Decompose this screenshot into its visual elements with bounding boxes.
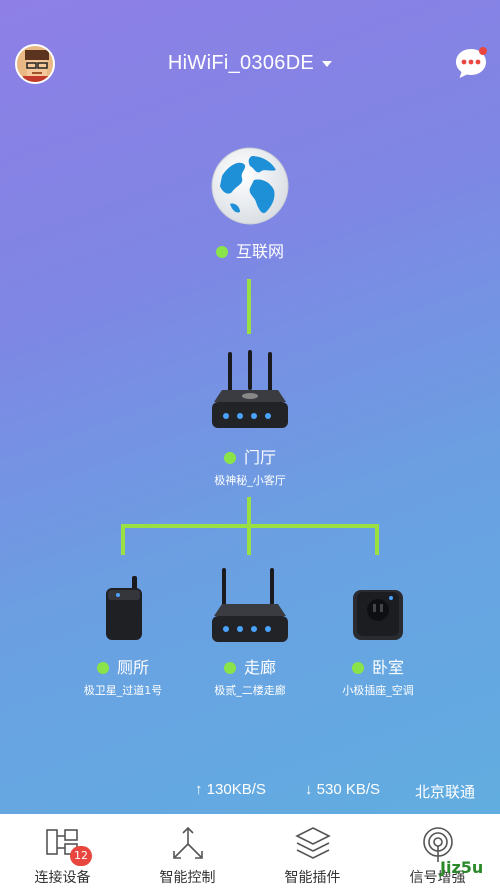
- upload-speed: ↑ 130KB/S: [195, 781, 266, 798]
- device-node-satellite[interactable]: 厕所 极卫星_过道1号: [63, 568, 183, 698]
- avatar[interactable]: [15, 44, 55, 84]
- plugins-icon: [295, 827, 331, 859]
- main-router-node[interactable]: 门厅 极神秘_小客厅: [175, 350, 325, 488]
- smart-control-icon: [173, 826, 203, 859]
- tab-label: 信号增强: [409, 870, 466, 886]
- network-name: HiWiFi_0306DE: [167, 52, 315, 74]
- online-status-dot: [215, 246, 228, 258]
- device-label: 走廊: [175, 654, 325, 678]
- tab-plugins[interactable]: 智能插件: [250, 814, 375, 888]
- device-subtitle: 小极插座_空调: [342, 684, 414, 697]
- network-selector[interactable]: HiWiFi_0306DE: [0, 52, 500, 75]
- connector-line: [247, 497, 251, 527]
- connected-devices-icon: [46, 829, 78, 855]
- bottom-nav: 12 连接设备 智能控制 智能插件 信号增强: [0, 814, 500, 888]
- connector-line: [247, 524, 251, 555]
- device-subtitle: 极卫星_过道1号: [83, 684, 163, 697]
- tab-label: 智能控制: [159, 870, 216, 886]
- internet-label: 互联网: [190, 238, 310, 262]
- device-label: 卧室: [318, 654, 438, 678]
- device-label: 厕所: [63, 654, 183, 678]
- device-node-plug[interactable]: 卧室 小极插座_空调: [318, 570, 438, 698]
- main-router-label: 门厅: [175, 444, 325, 468]
- avatar-image: [17, 46, 53, 82]
- internet-node[interactable]: 互联网: [190, 146, 310, 262]
- online-status-dot: [96, 662, 109, 674]
- main-router-subtitle: 极神秘_小客厅: [214, 474, 286, 487]
- router-icon: [212, 568, 288, 642]
- connector-line: [121, 524, 125, 555]
- online-status-dot: [223, 452, 236, 464]
- online-status-dot: [351, 662, 364, 674]
- tab-connected-devices[interactable]: 12 连接设备: [0, 814, 125, 888]
- smart-plug-icon: [353, 590, 403, 640]
- connector-line: [247, 279, 251, 334]
- tab-signal-boost[interactable]: 信号增强: [375, 814, 500, 888]
- tab-smart-control[interactable]: 智能控制: [125, 814, 250, 888]
- isp-name: 北京联通: [415, 784, 476, 801]
- connector-line: [375, 524, 379, 555]
- globe-icon: [211, 147, 289, 225]
- watermark-logo: Jiz5u: [440, 858, 484, 877]
- chevron-down-icon: [322, 60, 333, 67]
- satellite-icon: [106, 576, 142, 640]
- router-icon: [212, 350, 288, 428]
- online-status-dot: [223, 662, 236, 674]
- device-count-badge: 12: [70, 846, 92, 866]
- download-speed: ↓ 530 KB/S: [305, 781, 381, 798]
- tab-label: 智能插件: [284, 870, 341, 886]
- message-icon[interactable]: [453, 45, 489, 81]
- device-subtitle: 极贰_二楼走廊: [214, 684, 286, 697]
- signal-icon: [423, 827, 453, 862]
- device-node-router[interactable]: 走廊 极贰_二楼走廊: [175, 566, 325, 698]
- tab-label: 连接设备: [34, 870, 91, 886]
